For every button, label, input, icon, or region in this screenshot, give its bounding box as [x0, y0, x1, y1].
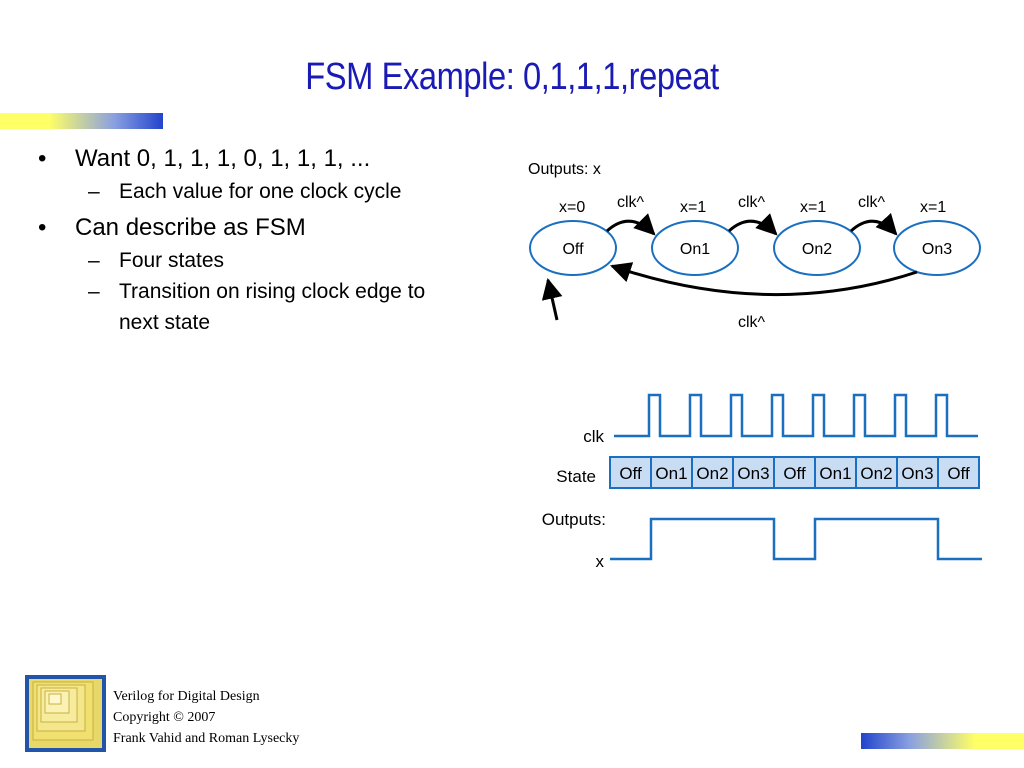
state-cell-label: Off — [783, 464, 806, 483]
footer-line: Verilog for Digital Design — [113, 689, 260, 704]
sub-bullet-item: – Each value for one clock cycle — [34, 176, 514, 207]
transition-arrow-on3-off — [610, 262, 918, 297]
state-circle-on3 — [893, 220, 981, 276]
state-output-on2: x=1 — [800, 199, 826, 216]
state-circle-on2 — [773, 220, 861, 276]
transition-label: clk^ — [617, 194, 645, 211]
initial-state-arrow — [541, 277, 563, 321]
state-output-on3: x=1 — [920, 199, 946, 216]
sub-bullet-item: – Transition on rising clock edge to nex… — [34, 276, 514, 338]
state-circle-on1 — [651, 220, 739, 276]
clk-waveform — [614, 393, 978, 438]
state-name-on3: On3 — [922, 241, 952, 258]
state-row: Off On1 On2 On3 Off On1 On2 On3 Off — [609, 456, 980, 489]
sub-bullet-item: – Four states — [34, 245, 514, 276]
bullet-marker: • — [38, 145, 47, 172]
sub-bullet-text: Transition on rising clock edge to — [119, 280, 426, 303]
footer-accent-bar — [861, 733, 1024, 749]
state-cell-label: Off — [619, 464, 642, 483]
state-cell-label: On2 — [860, 464, 892, 483]
footer-credits: Verilog for Digital Design Copyright © 2… — [113, 686, 299, 749]
state-cell — [937, 456, 980, 489]
bullet-item: • Can describe as FSM — [34, 211, 514, 245]
bullet-text: Want 0, 1, 1, 1, 0, 1, 1, 1, ... — [75, 145, 371, 172]
state-cell-label: On3 — [901, 464, 933, 483]
transition-label: clk^ — [738, 314, 766, 331]
transition-label: clk^ — [858, 194, 886, 211]
state-cell-label: Off — [947, 464, 970, 483]
transition-label: clk^ — [738, 194, 766, 211]
sub-bullet-text-continued: next state — [119, 311, 211, 334]
sub-bullet-text: Four states — [119, 249, 225, 272]
state-row-label: State — [556, 467, 596, 486]
bullet-item: • Want 0, 1, 1, 1, 0, 1, 1, 1, ... — [34, 142, 514, 176]
bullet-marker: • — [38, 214, 47, 241]
sub-bullet-marker: – — [88, 180, 100, 203]
state-cell-label: On3 — [737, 464, 769, 483]
bullet-list: • Want 0, 1, 1, 1, 0, 1, 1, 1, ... – Eac… — [34, 142, 514, 338]
state-output-on1: x=1 — [680, 199, 706, 216]
clk-label: clk — [583, 427, 604, 446]
book-logo — [25, 675, 106, 752]
transition-arrow-on1-on2 — [727, 213, 778, 236]
title-accent-bar — [0, 113, 163, 129]
x-label: x — [596, 552, 605, 571]
state-output-off: x=0 — [559, 199, 585, 216]
state-cell-label: On2 — [696, 464, 728, 483]
state-cell-label: On1 — [655, 464, 687, 483]
state-name-off: Off — [562, 241, 584, 258]
footer-line: Frank Vahid and Roman Lysecky — [113, 731, 300, 746]
transition-arrow-off-on1 — [605, 213, 656, 236]
state-cell — [609, 456, 652, 489]
state-cell-label: On1 — [819, 464, 851, 483]
state-name-on2: On2 — [802, 241, 832, 258]
state-circle-off — [529, 220, 617, 276]
x-waveform — [610, 517, 982, 561]
transition-arrow-on2-on3 — [849, 212, 898, 236]
footer-line: Copyright © 2007 — [113, 710, 216, 725]
bullet-text: Can describe as FSM — [75, 214, 306, 241]
fsm-outputs-label: Outputs: x — [528, 161, 601, 178]
sub-bullet-marker: – — [88, 280, 100, 303]
slide-title: FSM Example: 0,1,1,1,repeat — [305, 56, 719, 98]
sub-bullet-marker: – — [88, 249, 100, 272]
state-name-on1: On1 — [680, 241, 710, 258]
timing-outputs-label: Outputs: — [542, 510, 606, 529]
sub-bullet-text: Each value for one clock cycle — [119, 180, 402, 203]
